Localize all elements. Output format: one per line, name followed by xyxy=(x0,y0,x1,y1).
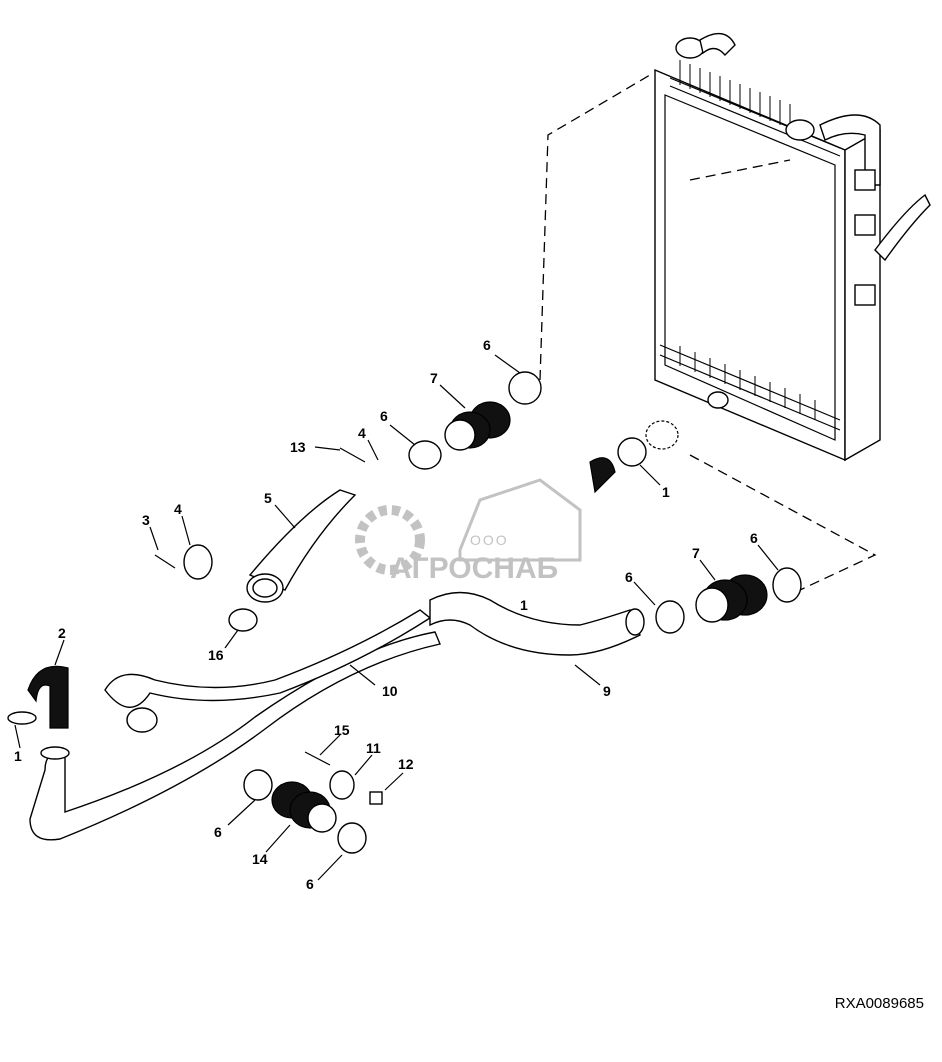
clamp-6-right-inner xyxy=(655,600,685,634)
clamp-1-left-bottom xyxy=(40,746,70,760)
clamp-6-upper-left xyxy=(408,440,442,470)
callout-9: 9 xyxy=(603,683,611,699)
callout-7: 7 xyxy=(692,545,700,561)
assembly-leader-lines xyxy=(539,74,877,591)
callout-1: 1 xyxy=(14,748,22,764)
figure-id: RXA0089685 xyxy=(834,995,924,1012)
callout-1: 1 xyxy=(662,484,670,500)
callout-6: 6 xyxy=(625,569,633,585)
clamp-4-left xyxy=(183,544,213,580)
hose-7-upper xyxy=(444,401,511,451)
bolt-13 xyxy=(339,447,366,463)
callout-4: 4 xyxy=(174,501,182,517)
hose-radiator-inlet xyxy=(589,457,616,494)
callout-6: 6 xyxy=(750,530,758,546)
callout-6: 6 xyxy=(483,337,491,353)
callout-6: 6 xyxy=(380,408,388,424)
callout-12: 12 xyxy=(398,756,414,772)
clamp-6-upper-right xyxy=(508,371,542,405)
callout-13: 13 xyxy=(290,439,306,455)
callout-14: 14 xyxy=(252,851,268,867)
callout-3: 3 xyxy=(142,512,150,528)
clamp-6-lower-left xyxy=(243,769,273,801)
clamp-1-left-top xyxy=(7,711,37,725)
callout-leaders xyxy=(14,354,779,881)
pipe-9 xyxy=(429,591,641,656)
callout-10: 10 xyxy=(382,683,398,699)
pipe-10 xyxy=(29,631,441,841)
hose-5 xyxy=(248,489,357,591)
callout-7: 7 xyxy=(430,370,438,386)
o-ring-16 xyxy=(228,608,258,632)
radiator-assembly xyxy=(654,32,931,462)
watermark: ООО АГРОСНАБ xyxy=(355,478,582,585)
hose-7-right xyxy=(695,574,768,623)
callout-15: 15 xyxy=(334,722,350,738)
clip-11 xyxy=(329,770,355,800)
callout-16: 16 xyxy=(208,647,224,663)
bolt-15 xyxy=(304,751,331,766)
clamp-6-right-outer xyxy=(772,567,802,603)
callout-4: 4 xyxy=(358,425,366,441)
callout-6: 6 xyxy=(306,876,314,892)
callout-11: 11 xyxy=(366,740,381,756)
watermark-brand: АГРОСНАБ xyxy=(390,552,558,585)
hose-14 xyxy=(271,781,337,833)
clamp-1-radiator xyxy=(617,437,647,467)
watermark-prefix: ООО xyxy=(470,532,509,548)
callout-1: 1 xyxy=(520,597,528,613)
callout-6: 6 xyxy=(214,824,222,840)
spacer-12 xyxy=(369,791,383,805)
callouts: 6 7 6 13 4 1 3 4 5 16 1 2 1 10 9 6 7 6 1… xyxy=(14,337,758,892)
callout-5: 5 xyxy=(264,490,272,506)
elbow-2 xyxy=(27,665,69,729)
callout-2: 2 xyxy=(58,625,66,641)
clamp-6-lower-right xyxy=(337,822,367,854)
